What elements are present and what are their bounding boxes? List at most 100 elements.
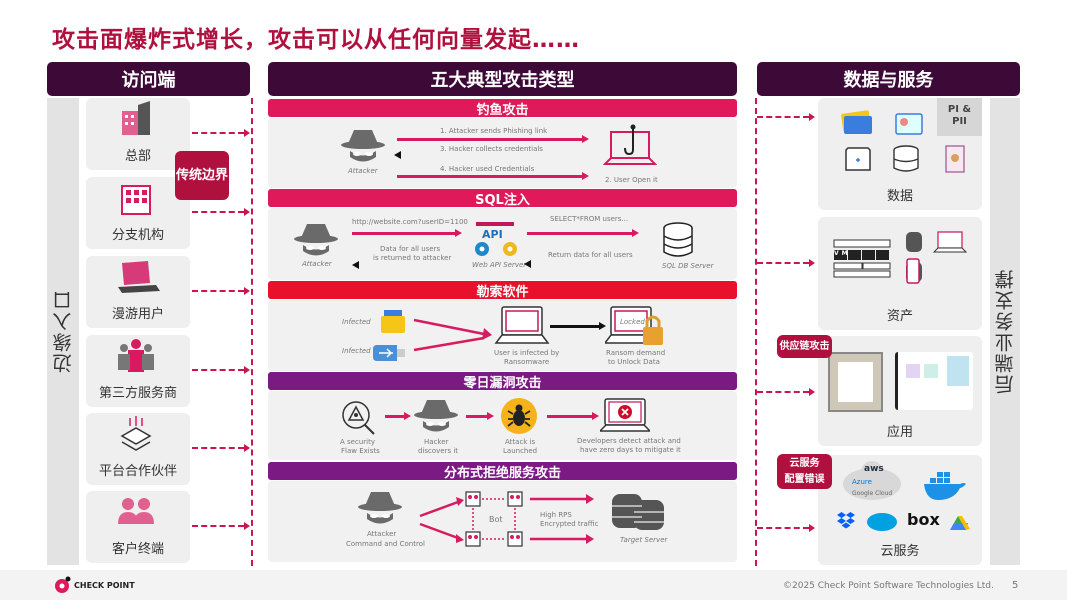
arrow-head xyxy=(809,388,815,396)
access-card-label: 平台合作伙伴 xyxy=(98,464,177,479)
people-icon xyxy=(118,339,154,372)
supply-chain-badge: 供应链攻击 xyxy=(777,335,832,358)
traditional-perimeter-badge: 传统边界 xyxy=(175,151,229,200)
attack-launched-label: Launched xyxy=(503,447,538,455)
sql-injection-banner: SQL注入 xyxy=(268,189,737,208)
google-cloud-logo: Google Cloud xyxy=(852,490,893,497)
ransom-label: Ransom demand xyxy=(606,349,666,357)
phishing-laptop-icon xyxy=(603,124,657,165)
arrow-right xyxy=(397,172,589,180)
hacker-icon xyxy=(414,400,458,432)
arrow-head xyxy=(809,259,815,267)
ransom-label: to Unlock Data xyxy=(608,358,660,366)
flaw-label: A security xyxy=(340,438,375,446)
phishing-step1: 1. Attacker sends Phishing link xyxy=(440,127,548,135)
arrow-head xyxy=(809,113,815,121)
slide-title: 攻击面爆炸式增长，攻击可以从任何向量发起…… xyxy=(52,27,580,53)
returned-label: is returned to attacker xyxy=(373,254,452,262)
right-connector-line xyxy=(755,98,757,566)
box-logo: box xyxy=(907,510,940,529)
hacker-label: Hacker xyxy=(424,438,449,446)
arrow-head xyxy=(244,287,250,295)
access-header: 访问端 xyxy=(47,62,250,96)
security-flaw-icon xyxy=(342,401,375,435)
arrow-right xyxy=(385,412,411,420)
arrow-head xyxy=(244,129,250,137)
arrow-right xyxy=(397,135,589,143)
footer xyxy=(0,570,1067,600)
server-icon xyxy=(906,232,922,252)
arrow-right xyxy=(527,229,639,237)
server-stack-icon xyxy=(612,494,664,530)
returned-label: Data for all users xyxy=(380,245,441,253)
access-card-2: 漫游用户 xyxy=(86,256,190,328)
arrow-right xyxy=(466,412,494,420)
target-server-label: Target Server xyxy=(620,536,668,544)
connector-dash xyxy=(192,525,244,527)
pii-label: PI & PII xyxy=(937,98,982,136)
folder-icon xyxy=(381,310,405,333)
phishing-step3: 3. Hacker collects credentials xyxy=(440,145,543,153)
attacker-label: Command and Control xyxy=(346,540,425,548)
api-icon: API xyxy=(482,228,503,241)
locked-label: Locked xyxy=(620,318,645,326)
zero-day-panel xyxy=(268,391,737,460)
asset-icons xyxy=(833,231,968,282)
sql-panel xyxy=(268,208,737,280)
locked-laptop-icon xyxy=(605,306,663,345)
cloud-misconfig-badge: 云服务 配置错误 xyxy=(777,454,832,489)
access-card-label: 分支机构 xyxy=(111,228,164,243)
connector-dash xyxy=(192,369,244,371)
connector-dash xyxy=(192,132,244,134)
botnet-diagram xyxy=(419,491,594,547)
customers-icon xyxy=(118,498,154,524)
hacker-icon xyxy=(341,130,385,162)
apps-label: 应用 xyxy=(886,425,913,440)
return-all-label: Return data for all users xyxy=(548,251,633,259)
checkpoint-brand: CHECK POINT xyxy=(74,581,135,590)
phone-icon xyxy=(906,258,920,284)
arrow-head xyxy=(809,524,815,532)
data-icons xyxy=(841,110,965,173)
data-label: 数据 xyxy=(886,189,913,204)
arrow-right xyxy=(352,229,462,237)
left-connector-line xyxy=(251,98,253,566)
usb-icon xyxy=(373,345,405,361)
arrow-head xyxy=(244,444,250,452)
zero-day-banner: 零日漏洞攻击 xyxy=(268,372,737,391)
cloud-card: 云服务 xyxy=(818,455,982,565)
traffic-label: High RPS xyxy=(540,511,572,519)
connector-dash xyxy=(192,290,244,292)
azure-logo: Azure xyxy=(852,478,872,486)
laptop-icon xyxy=(937,231,963,249)
db-server-label: SQL DB Server xyxy=(662,262,714,270)
user-open-label: 2. User Open it xyxy=(605,176,658,184)
building-icon xyxy=(122,101,150,135)
page-number: 5 xyxy=(1012,580,1019,591)
bug-icon xyxy=(501,398,537,434)
data-services-header: 数据与服务 xyxy=(757,62,1020,96)
attacker-label: Attacker xyxy=(367,530,397,538)
access-card-label: 第三方服务商 xyxy=(98,386,177,401)
access-card-4: 平台合作伙伴 xyxy=(86,413,190,485)
api-bar xyxy=(476,222,514,226)
id-badge-icon xyxy=(895,113,923,135)
infected-laptop-icon xyxy=(494,306,550,344)
dropbox-icon xyxy=(837,512,855,529)
legacy-app-screenshot xyxy=(828,352,883,412)
attack-types-header: 五大典型攻击类型 xyxy=(268,62,737,96)
partner-network-icon xyxy=(120,416,152,451)
arrow-right xyxy=(547,412,599,420)
cloud-label: 云服务 xyxy=(880,544,920,559)
laptop-icon xyxy=(118,261,160,293)
access-card-3: 第三方服务商 xyxy=(86,335,190,407)
arrow-head xyxy=(244,208,250,216)
aws-logo: aws xyxy=(864,464,884,474)
traffic-label: Encrypted traffic xyxy=(540,520,599,528)
infection-arrows xyxy=(413,318,492,352)
alert-laptop-icon xyxy=(600,398,650,432)
backend-support-label: 后端业务支撑 xyxy=(990,98,1020,565)
access-card-label: 总部 xyxy=(124,149,151,164)
access-card-1: 分支机构 xyxy=(86,177,190,249)
salesforce-icon xyxy=(867,513,897,531)
